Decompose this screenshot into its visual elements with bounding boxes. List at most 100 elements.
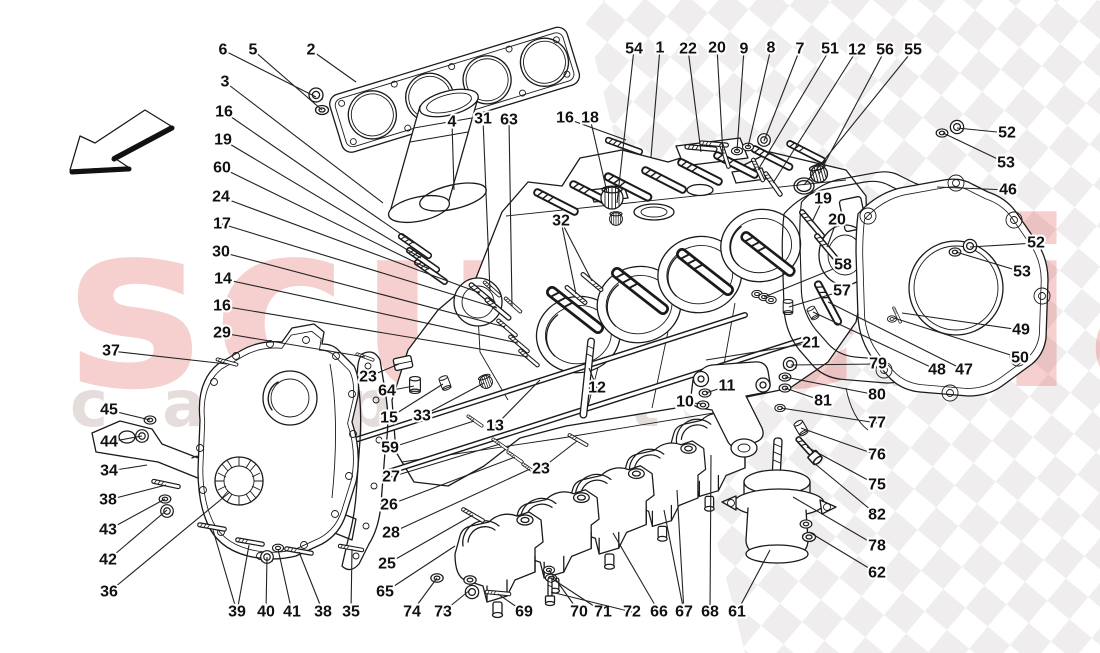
leader-line-61 bbox=[736, 549, 771, 613]
leader-line-9 bbox=[736, 48, 745, 152]
part-number-81: 81 bbox=[814, 393, 832, 410]
leader-line-78 bbox=[792, 496, 878, 547]
front-cover-shape bbox=[232, 352, 240, 360]
fasteners-shape bbox=[337, 543, 365, 553]
engine-block-shape bbox=[686, 183, 714, 197]
part-number-35: 35 bbox=[342, 604, 360, 621]
part-number-14: 14 bbox=[214, 271, 232, 288]
front-cover-shape bbox=[267, 381, 279, 411]
leader-line-58 bbox=[763, 264, 844, 298]
part-number-15: 15 bbox=[380, 410, 398, 427]
part-number-63: 63 bbox=[500, 112, 518, 129]
rear-cover-shape bbox=[946, 389, 954, 397]
part-number-55: 55 bbox=[904, 42, 922, 59]
leader-line-15 bbox=[388, 383, 444, 419]
part-number-12: 12 bbox=[588, 380, 606, 397]
leader-line-41 bbox=[277, 548, 293, 613]
leader-line-32 bbox=[560, 220, 577, 295]
front-cover-shape bbox=[348, 390, 356, 398]
part-number-3: 3 bbox=[221, 74, 230, 91]
head-gasket-shape bbox=[519, 37, 570, 87]
engine-mount-shape bbox=[737, 443, 751, 453]
leader-line-47 bbox=[827, 301, 965, 371]
leader-line-22 bbox=[687, 48, 702, 153]
rear-cover-shape bbox=[1038, 292, 1046, 300]
engine-block-shape bbox=[606, 284, 619, 327]
rear-cover-shape bbox=[1014, 354, 1022, 362]
front-cover-shape bbox=[300, 541, 308, 549]
head-gasket-shape bbox=[523, 40, 566, 84]
bearing-hatch bbox=[215, 457, 263, 505]
part-number-58: 58 bbox=[834, 257, 852, 274]
part-number-18: 18 bbox=[581, 110, 599, 127]
engine-block-shape bbox=[729, 226, 742, 267]
part-number-7: 7 bbox=[796, 41, 805, 58]
leader-line-55 bbox=[803, 49, 914, 186]
leader-line-43 bbox=[107, 498, 166, 531]
part-number-8: 8 bbox=[767, 40, 776, 57]
head-gasket-shape bbox=[404, 124, 412, 132]
leader-line-67 bbox=[663, 509, 685, 613]
part-number-76: 76 bbox=[868, 447, 886, 464]
head-gasket-shape bbox=[465, 58, 509, 102]
leader-line-57 bbox=[788, 290, 843, 308]
head-gasket-shape bbox=[349, 138, 357, 146]
part-number-56: 56 bbox=[876, 42, 894, 59]
engine-mount-shape bbox=[690, 361, 771, 448]
fasteners-shape bbox=[962, 238, 978, 254]
leader-line-14 bbox=[222, 278, 519, 344]
part-number-33: 33 bbox=[413, 408, 431, 425]
leader-line-59 bbox=[389, 420, 475, 449]
rear-cover-shape bbox=[875, 361, 893, 379]
fasteners bbox=[135, 87, 978, 607]
head-gasket-shape bbox=[505, 45, 513, 53]
leader-line-27 bbox=[390, 443, 501, 478]
leader-line-16 bbox=[221, 305, 529, 358]
engine-mount-shape bbox=[772, 443, 782, 464]
leader-line-23 bbox=[367, 363, 400, 378]
fasteners-shape bbox=[696, 400, 710, 410]
leader-line-74 bbox=[411, 577, 438, 613]
rear-cover-shape bbox=[908, 240, 1004, 336]
tie-rods-shape bbox=[383, 338, 804, 475]
direction-arrow-icon-shape bbox=[69, 109, 172, 171]
fasteners-shape bbox=[601, 185, 623, 194]
part-number-20: 20 bbox=[828, 212, 846, 229]
rear-cover-shape bbox=[1005, 211, 1023, 229]
leader-line-38 bbox=[298, 551, 324, 613]
part-number-38: 38 bbox=[99, 492, 117, 509]
leader-line-23 bbox=[540, 440, 578, 470]
part-number-68: 68 bbox=[701, 604, 719, 621]
part-number-59: 59 bbox=[381, 440, 399, 457]
part-number-10: 10 bbox=[676, 394, 694, 411]
part-number-21: 21 bbox=[802, 335, 820, 352]
leader-line-64 bbox=[386, 385, 415, 392]
engine-mount-shape bbox=[730, 438, 758, 458]
front-cover-shape bbox=[302, 336, 310, 344]
part-number-44: 44 bbox=[100, 434, 118, 451]
part-number-38: 38 bbox=[314, 604, 332, 621]
engine-mount-shape bbox=[727, 499, 735, 507]
part-number-6: 6 bbox=[219, 42, 228, 59]
leader-line-52 bbox=[969, 242, 1037, 248]
support-plate-shape bbox=[118, 430, 136, 444]
part-number-41: 41 bbox=[283, 604, 301, 621]
leader-line-65 bbox=[384, 545, 456, 593]
part-number-49: 49 bbox=[1012, 322, 1030, 339]
part-number-25: 25 bbox=[378, 556, 396, 573]
front-cover-gasket-shape bbox=[352, 552, 360, 560]
leader-line-63 bbox=[508, 119, 513, 307]
leader-line-79 bbox=[790, 363, 879, 366]
part-number-16: 16 bbox=[556, 110, 574, 127]
leader-line-44 bbox=[108, 435, 143, 443]
part-number-39: 39 bbox=[228, 604, 246, 621]
rear-cover-shape bbox=[880, 366, 888, 374]
fasteners-shape bbox=[799, 519, 813, 529]
part-number-24: 24 bbox=[212, 189, 230, 206]
head-gasket-shape bbox=[552, 36, 560, 44]
engine-mount bbox=[690, 361, 837, 564]
fasteners-shape bbox=[949, 119, 965, 135]
part-number-73: 73 bbox=[434, 604, 452, 621]
rear-cover-shape bbox=[1010, 216, 1018, 224]
